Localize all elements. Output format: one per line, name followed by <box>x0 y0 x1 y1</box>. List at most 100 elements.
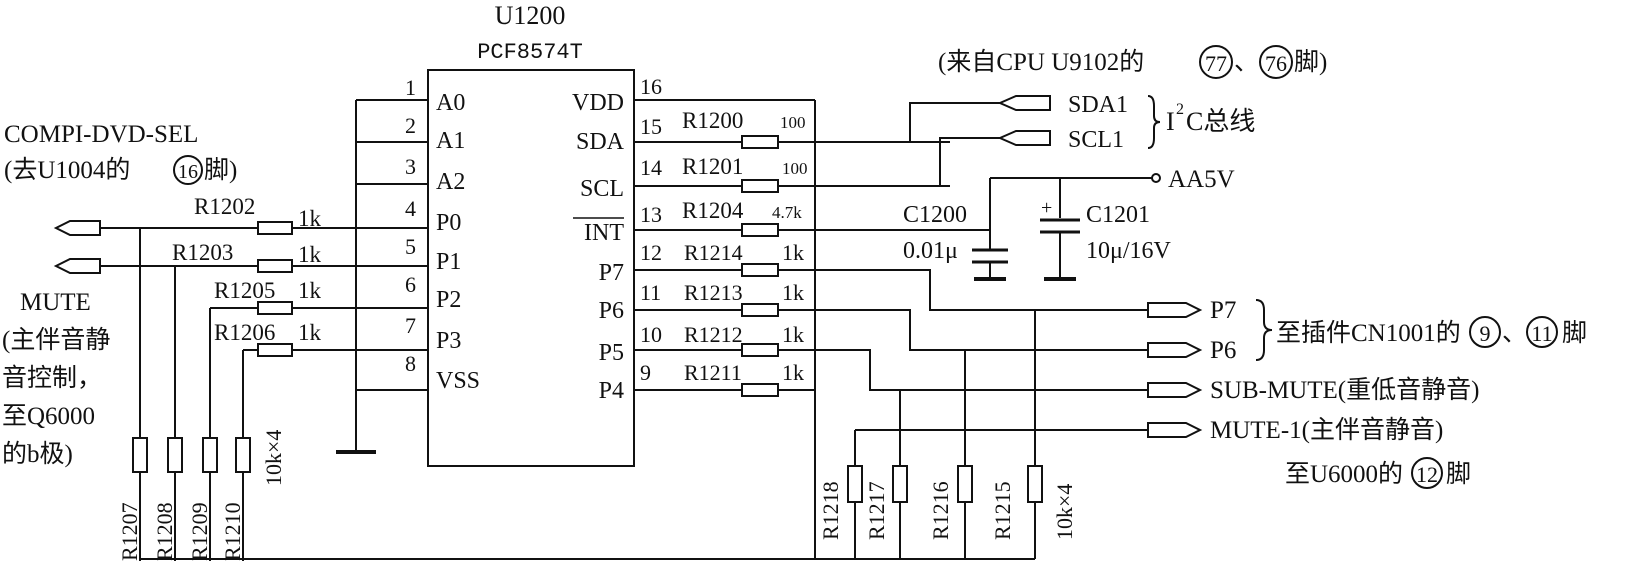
resistor-ref: R1207 <box>117 502 142 561</box>
ic-left-pins: 1 A0 2 A1 3 A2 4 P0 5 P1 6 P2 7 P3 8 VSS <box>405 75 480 394</box>
resistor-r1211 <box>741 383 779 397</box>
resistor-ref: R1205 <box>214 278 275 303</box>
resistor-ref: R1202 <box>194 194 255 219</box>
label-p7: P7 <box>1210 297 1236 324</box>
resistor-r1209 <box>202 437 218 473</box>
pin-name: A2 <box>436 169 465 195</box>
ic-body <box>427 69 635 467</box>
pin-name: P5 <box>599 340 624 366</box>
pin-number: 9 <box>640 360 651 385</box>
resistor-ref: R1214 <box>684 240 743 265</box>
label-mute-line: 至Q6000 <box>2 403 95 430</box>
circled-pin <box>1526 316 1558 348</box>
power-network: AA5V C1200 0.01μ + C1201 10μ/16V <box>903 166 1235 281</box>
resistor-ref: R1209 <box>187 502 212 561</box>
resistor-value: 100 <box>780 113 806 132</box>
pin-number: 1 <box>405 75 416 100</box>
connector-mute1 <box>1147 422 1203 438</box>
pin-name: INT <box>584 220 624 246</box>
resistor-r1216 <box>957 465 973 503</box>
left-pulldown-resistors: R1207 R1208 R1209 R1210 10k×4 <box>117 228 286 561</box>
resistor-r1217 <box>892 465 908 503</box>
label-mute-line: 的b极) <box>2 440 73 468</box>
resistor-r1212 <box>741 343 779 357</box>
circled-pin-number: 76 <box>1265 51 1287 76</box>
pin-name: A0 <box>436 90 465 116</box>
pin-name: SDA <box>576 129 625 155</box>
label-bus-rest: C总线 <box>1186 107 1255 136</box>
right-labels: P7 P6 至插件CN1001的 9 、 11 脚 SUB-MUTE(重低音静音… <box>1210 297 1587 489</box>
resistor-value: 1k <box>782 280 804 305</box>
pin-number: 5 <box>405 234 416 259</box>
label-cn-tail: 脚 <box>1562 319 1587 347</box>
circled-pin <box>173 155 203 185</box>
resistor-ref: R1200 <box>682 108 743 133</box>
label-compi: COMPI-DVD-SEL <box>4 121 198 148</box>
brace <box>1147 95 1161 149</box>
pin-name: P7 <box>599 260 624 286</box>
resistor-r1200 <box>741 135 779 149</box>
label-u6000-note: 至U6000的 <box>1285 460 1403 488</box>
resistor-ref: R1212 <box>684 322 743 347</box>
pin-number: 13 <box>640 202 662 227</box>
i2c-wiring: SDA1 SCL1 I 2 C总线 <box>778 92 1255 187</box>
output-wiring <box>778 269 1203 438</box>
circled-pin <box>1199 45 1233 79</box>
resistor-value: 4.7k <box>772 203 802 222</box>
pin-number: 4 <box>405 196 416 221</box>
label-compi-note-a: (去U1004的 <box>4 156 130 184</box>
connector-scl1 <box>997 130 1051 146</box>
label-c1200-ref: C1200 <box>903 202 967 228</box>
resistor-r1210 <box>235 437 251 473</box>
brace <box>1255 299 1273 361</box>
label-c1201-plus: + <box>1041 197 1052 219</box>
resistor-ref: R1204 <box>682 198 744 223</box>
pin-number: 7 <box>405 313 416 338</box>
connector-p6 <box>1147 342 1203 358</box>
pin-name: P1 <box>436 249 461 275</box>
address-ground-wiring <box>336 99 428 454</box>
label-u6000-tail: 脚 <box>1446 460 1471 488</box>
label-source-note: (来自CPU U9102的 <box>938 48 1144 76</box>
label-sub-mute: SUB-MUTE(重低音静音) <box>1210 376 1479 404</box>
connector-mute <box>53 258 101 274</box>
resistor-r1213 <box>741 303 779 317</box>
resistor-value: 1k <box>298 320 322 345</box>
label-sda1: SDA1 <box>1068 92 1128 118</box>
label-separator: 、 <box>1502 320 1527 347</box>
resistor-r1205 <box>257 301 293 315</box>
resistor-ref: R1218 <box>818 481 843 540</box>
pin-number: 11 <box>640 280 661 305</box>
pin-name: SCL <box>580 176 624 202</box>
pin-name: P6 <box>599 298 624 324</box>
connector-sda1 <box>997 95 1051 111</box>
ic-part: PCF8574T <box>477 40 583 65</box>
resistor-ref: R1203 <box>172 240 233 265</box>
resistor-value: 1k <box>298 242 322 267</box>
pin-name: VSS <box>436 368 480 394</box>
resistor-r1206 <box>257 343 293 357</box>
resistor-r1218 <box>847 465 863 503</box>
pin-name: P2 <box>436 287 461 313</box>
label-power: AA5V <box>1168 166 1235 193</box>
resistor-array-value: 10k×4 <box>1052 484 1077 540</box>
resistor-r1215 <box>1027 465 1043 503</box>
circled-pin-number: 9 <box>1480 321 1491 346</box>
resistor-ref: R1217 <box>864 481 889 540</box>
left-series-resistors: R1202 1k R1203 1k R1205 1k R1206 1k <box>100 194 428 357</box>
resistor-r1201 <box>741 179 779 193</box>
resistor-ref: R1206 <box>214 320 275 345</box>
ic-right-pins: 16 VDD 15 SDA 14 SCL 13 INT 12 P7 11 P6 … <box>572 74 662 404</box>
pin-number: 2 <box>405 113 416 138</box>
label-c1200-value: 0.01μ <box>903 238 958 264</box>
ic-u1200: U1200 PCF8574T 1 A0 2 A1 3 A2 4 P0 5 P1 … <box>405 1 662 467</box>
resistor-value: 1k <box>782 322 804 347</box>
resistor-r1207 <box>132 437 148 473</box>
pin-number: 12 <box>640 240 662 265</box>
label-mute-line: (主伴音静 <box>2 326 110 354</box>
pin-name: VDD <box>572 90 624 116</box>
label-mute: MUTE <box>20 289 91 316</box>
label-c1201-ref: C1201 <box>1086 202 1150 228</box>
connector-compi <box>53 220 101 236</box>
